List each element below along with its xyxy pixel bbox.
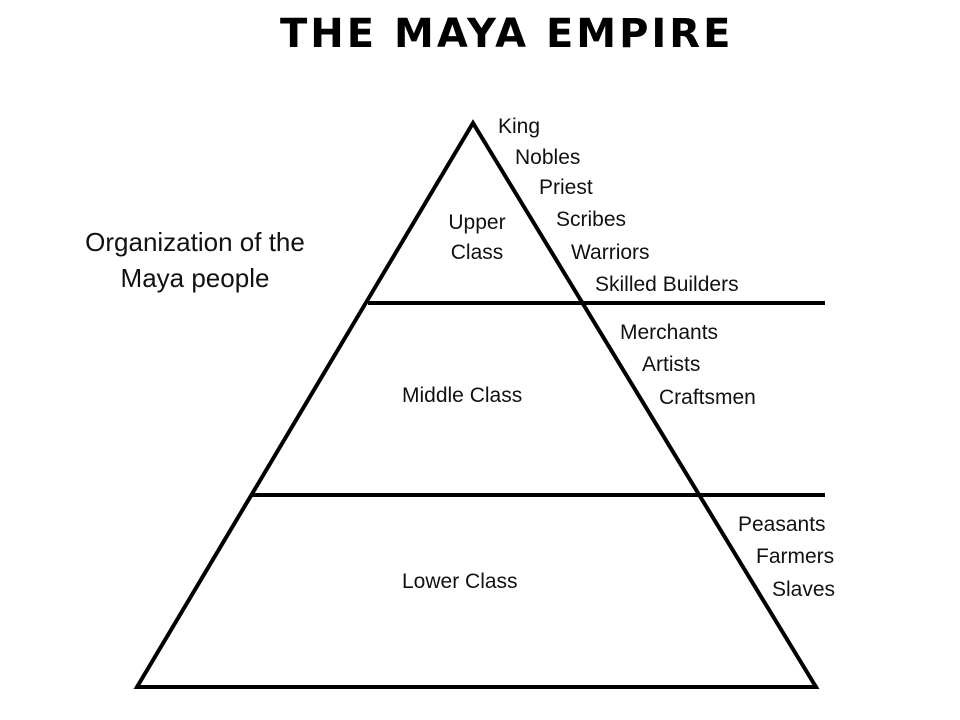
page-title: The Maya Empire <box>280 11 734 57</box>
upper-class-label: Upper Class <box>432 208 522 268</box>
diagram-subtitle: Organization of the Maya people <box>40 224 350 296</box>
role-farmers: Farmers <box>756 545 835 568</box>
role-priest: Priest <box>539 176 593 199</box>
middle-class-label: Middle Class <box>402 384 523 407</box>
lower-class-label: Lower Class <box>402 570 518 593</box>
role-king: King <box>498 115 541 138</box>
role-warriors: Warriors <box>571 241 650 264</box>
subtitle-line-2: Maya people <box>120 263 270 293</box>
role-artists: Artists <box>642 353 701 376</box>
role-skilled-builders: Skilled Builders <box>595 273 739 296</box>
pyramid-outline <box>133 119 820 689</box>
role-peasants: Peasants <box>738 513 826 536</box>
role-nobles: Nobles <box>515 146 581 169</box>
role-craftsmen: Craftsmen <box>659 386 756 409</box>
role-merchants: Merchants <box>620 321 719 344</box>
upper-class-line-1: Upper <box>448 211 506 234</box>
role-slaves: Slaves <box>772 578 836 601</box>
upper-class-line-2: Class <box>450 241 504 264</box>
subtitle-line-1: Organization of the <box>85 227 305 257</box>
role-scribes: Scribes <box>556 208 627 231</box>
